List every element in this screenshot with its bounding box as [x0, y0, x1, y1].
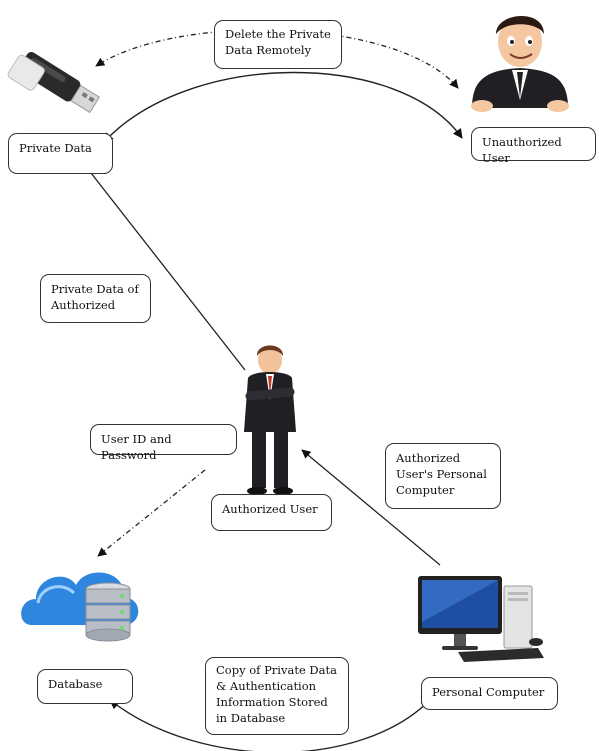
private-data-to-unauthorized-arrow — [103, 71, 463, 143]
authorized-to-private-data-arrow — [83, 163, 246, 371]
copy-stored-label: Copy of Private Data & Authentication In… — [205, 657, 349, 735]
unauthorized-user-node: Unauthorized User — [471, 127, 596, 165]
private-data-node: Private Data — [8, 133, 113, 174]
database-node: Database — [37, 669, 133, 704]
delete-remotely-label: Delete the Private Data Remotely — [214, 20, 342, 69]
private-data-of-authorized-label: Private Data of Authorized — [40, 274, 151, 323]
authorized-pc-label: Authorized User's Personal Computer — [385, 443, 501, 509]
computer-to-authorized-arrow — [301, 449, 441, 566]
personal-computer-node: Personal Computer — [421, 677, 558, 710]
credentials-to-database-arrow — [97, 469, 206, 557]
authorized-user-node: Authorized User — [211, 494, 332, 531]
database-computer-arrow — [109, 699, 431, 751]
user-id-password-label: User ID and Password — [90, 424, 237, 462]
